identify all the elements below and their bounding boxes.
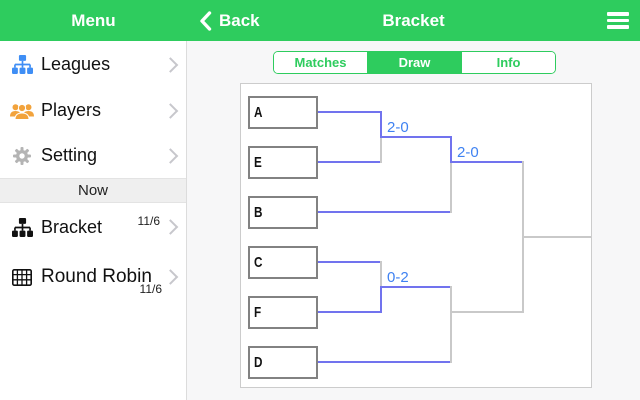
team-label: E: [254, 154, 262, 171]
bracket-connector: [318, 111, 382, 113]
bracket-connector: [318, 261, 382, 263]
bracket-connector: [318, 361, 452, 363]
score-r1-bottom: 0-2: [387, 269, 409, 286]
bracket-connector: [522, 236, 591, 238]
team-label: F: [254, 304, 262, 321]
team-box-e[interactable]: E: [248, 146, 318, 179]
bracket-connector: [380, 286, 382, 313]
sidebar-item-label: Setting: [41, 145, 98, 165]
sitemap-icon: [10, 55, 34, 74]
bracket-connector: [318, 211, 452, 213]
score-sf-top: 2-0: [457, 144, 479, 161]
bracket-connector: [380, 261, 382, 288]
sidebar-item-leagues[interactable]: Leagues: [0, 41, 186, 88]
chevron-right-icon: [162, 56, 179, 73]
bracket-connector: [450, 136, 452, 163]
team-box-d[interactable]: D: [248, 346, 318, 379]
team-label: B: [254, 204, 263, 221]
header-bar: Menu Back Bracket: [0, 0, 640, 41]
bracket-connector: [450, 161, 452, 213]
score-r1-top: 2-0: [387, 119, 409, 136]
team-box-a[interactable]: A: [248, 96, 318, 129]
chevron-left-icon: [199, 10, 212, 31]
sidebar-item-setting[interactable]: Setting: [0, 133, 186, 178]
bracket-connector: [318, 161, 382, 163]
main-content: Matches Draw Info A E B C F D: [187, 41, 640, 400]
team-label: D: [254, 354, 263, 371]
sidebar-item-round-robin[interactable]: Round Robin 11/6: [0, 251, 186, 303]
bracket-connector: [450, 161, 524, 163]
sidebar-header-title: Menu: [71, 10, 116, 30]
people-icon: [10, 102, 34, 120]
team-box-f[interactable]: F: [248, 296, 318, 329]
hamburger-menu-icon[interactable]: [607, 0, 629, 41]
back-label: Back: [219, 10, 260, 30]
chevron-right-icon: [162, 269, 179, 285]
team-box-c[interactable]: C: [248, 246, 318, 279]
bracket-connector: [380, 136, 452, 138]
sidebar-item-label: Players: [41, 100, 102, 120]
sidebar-item-bracket[interactable]: Bracket 11/6: [0, 203, 186, 251]
bracket-connector: [450, 286, 452, 363]
bracket-connector: [380, 136, 382, 163]
sidebar: Leagues Players: [0, 41, 187, 400]
team-label: A: [254, 104, 263, 121]
sidebar-item-label: Round Robin: [41, 266, 152, 287]
back-button[interactable]: Back: [199, 0, 260, 41]
grid-icon: [10, 268, 34, 286]
bracket-connector: [450, 311, 524, 313]
tab-info[interactable]: Info: [462, 52, 555, 73]
team-label: C: [254, 254, 263, 271]
round-robin-date-detail: 11/6: [139, 282, 162, 296]
chevron-right-icon: [162, 102, 179, 119]
tab-draw[interactable]: Draw: [367, 52, 462, 73]
team-box-b[interactable]: B: [248, 196, 318, 229]
view-segmented-control: Matches Draw Info: [273, 51, 556, 74]
chevron-right-icon: [162, 147, 179, 164]
tab-matches[interactable]: Matches: [274, 52, 367, 73]
bracket-icon: [10, 217, 34, 237]
gear-icon: [10, 146, 34, 166]
bracket-connector: [380, 286, 452, 288]
bracket-date-detail: 11/6: [137, 214, 160, 228]
chevron-right-icon: [162, 219, 179, 235]
bracket-connector: [318, 311, 382, 313]
sidebar-item-players[interactable]: Players: [0, 88, 186, 133]
sidebar-item-label: Bracket: [41, 216, 103, 237]
bracket-panel: A E B C F D 2-0 2-0 0-2: [240, 83, 592, 388]
sidebar-section-now: Now: [0, 178, 186, 203]
bracket-connector: [380, 111, 382, 138]
sidebar-item-label: Leagues: [41, 54, 111, 74]
